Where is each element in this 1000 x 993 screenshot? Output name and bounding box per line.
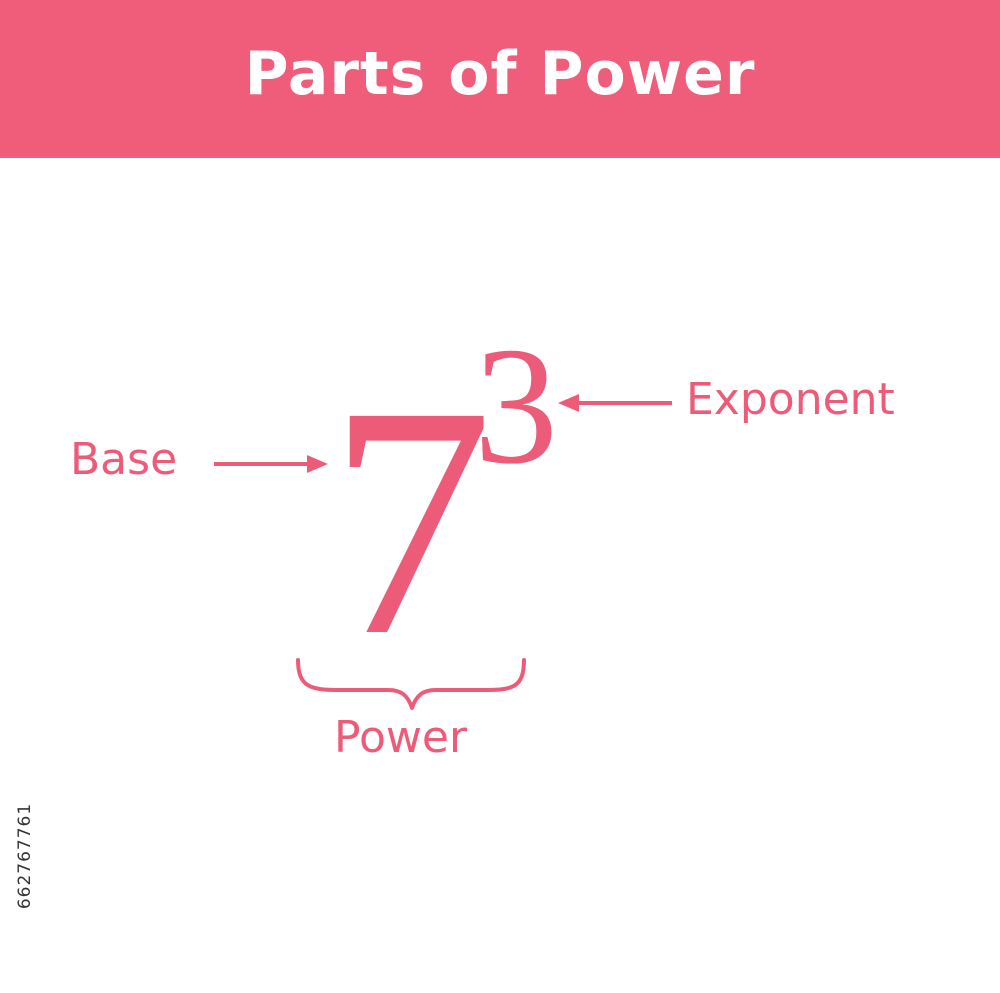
power-label: Power — [334, 712, 468, 763]
base-arrow-icon — [214, 455, 328, 473]
base-label: Base — [70, 434, 178, 485]
exponent-number: 3 — [474, 313, 558, 499]
exponent-arrow-icon — [558, 394, 672, 412]
title-banner: Parts of Power — [0, 0, 1000, 158]
base-number: 7 — [328, 339, 493, 704]
exponent-label: Exponent — [686, 374, 895, 425]
watermark: 662767761 — [12, 756, 38, 956]
page-title: Parts of Power — [244, 39, 756, 109]
watermark-id: 662767761 — [15, 802, 35, 910]
